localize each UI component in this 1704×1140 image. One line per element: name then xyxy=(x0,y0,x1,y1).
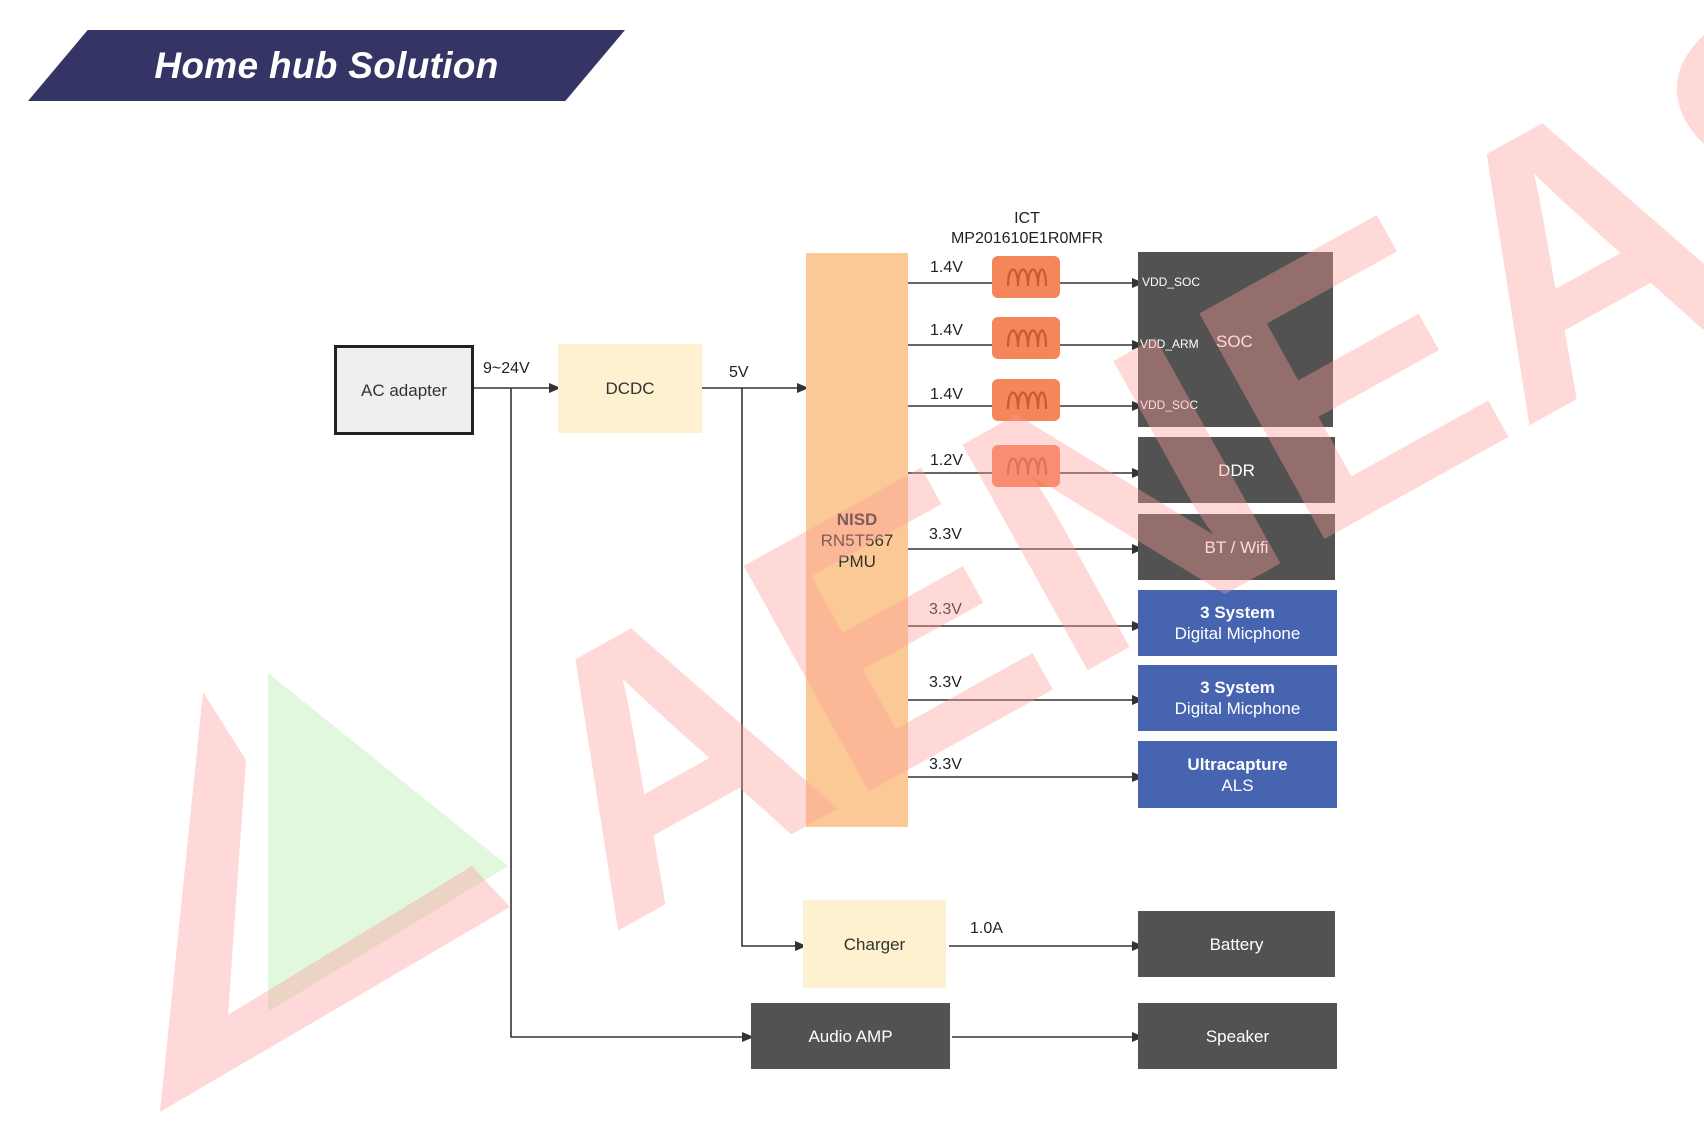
page-title: Home hub Solution xyxy=(154,44,499,86)
rail-label-input: 9~24V xyxy=(483,360,530,377)
speaker-block: Speaker xyxy=(1138,1003,1337,1069)
mic-1-line-2: Digital Micphone xyxy=(1174,624,1301,643)
pmu-brand: NISD xyxy=(836,509,878,529)
speaker-label: Speaker xyxy=(1205,1026,1270,1046)
rail-label-dcdc-out: 5V xyxy=(729,364,749,381)
inductor-icon xyxy=(992,445,1060,487)
inductor-vendor: ICT xyxy=(1014,210,1040,227)
ddr-block: DDR xyxy=(1138,437,1335,503)
dcdc-block: DCDC xyxy=(558,344,702,433)
pmu-type: PMU xyxy=(838,551,876,571)
rail-label-soc-3: 1.4V xyxy=(930,386,963,403)
inductor-part-label: ICT MP201610E1R0MFR xyxy=(927,209,1127,249)
mic-2-line-2: Digital Micphone xyxy=(1174,699,1301,718)
rail-label-mic-2: 3.3V xyxy=(929,674,962,691)
soc-label: SOC xyxy=(1216,332,1253,351)
inductor-icon xyxy=(992,256,1060,298)
rail-label-soc-1: 1.4V xyxy=(930,259,963,276)
ac-adapter-block: AC adapter xyxy=(334,345,474,435)
als-line-2: ALS xyxy=(1221,775,1254,795)
charger-block: Charger xyxy=(803,900,946,988)
pin-vdd-arm: VDD_ARM xyxy=(1140,337,1199,351)
rail-label-bt-wifi: 3.3V xyxy=(929,526,962,543)
rail-label-ddr: 1.2V xyxy=(930,452,963,469)
inductor-icon xyxy=(992,379,1060,421)
rail-label-mic-1: 3.3V xyxy=(929,601,962,618)
audio-amp-label: Audio AMP xyxy=(808,1026,893,1046)
als-block: Ultracapture ALS xyxy=(1138,741,1337,808)
pmu-block: NISD RN5T567 PMU xyxy=(806,253,908,827)
battery-block: Battery xyxy=(1138,911,1335,977)
rail-label-charge-current: 1.0A xyxy=(970,920,1003,937)
title-banner xyxy=(28,30,625,101)
pin-vdd-soc-2: VDD_SOC xyxy=(1140,398,1199,412)
inductor-part: MP201610E1R0MFR xyxy=(950,230,1104,247)
charger-label: Charger xyxy=(843,934,906,954)
audio-amp-block: Audio AMP xyxy=(751,1003,950,1069)
ac-adapter-label: AC adapter xyxy=(361,380,447,400)
digital-mic-block-2: 3 System Digital Micphone xyxy=(1138,665,1337,731)
bt-wifi-label: BT / Wifi xyxy=(1204,537,1269,557)
soc-block: SOC xyxy=(1138,252,1333,427)
dcdc-label: DCDC xyxy=(605,379,655,398)
rail-label-soc-2: 1.4V xyxy=(930,322,963,339)
pmu-part: RN5T567 xyxy=(820,530,894,550)
als-line-1: Ultracapture xyxy=(1187,754,1288,774)
wire-dcdc-to-charger xyxy=(741,388,807,951)
rail-label-als: 3.3V xyxy=(929,756,962,773)
battery-label: Battery xyxy=(1209,934,1264,954)
inductor-icon xyxy=(992,317,1060,359)
mic-2-line-1: 3 System xyxy=(1200,678,1275,697)
pin-vdd-soc-1: VDD_SOC xyxy=(1142,275,1201,289)
digital-mic-block-1: 3 System Digital Micphone xyxy=(1138,590,1337,656)
mic-1-line-1: 3 System xyxy=(1200,603,1275,622)
ddr-label: DDR xyxy=(1218,460,1255,480)
wire-ac-to-audio-amp xyxy=(510,388,754,1042)
bt-wifi-block: BT / Wifi xyxy=(1138,514,1335,580)
